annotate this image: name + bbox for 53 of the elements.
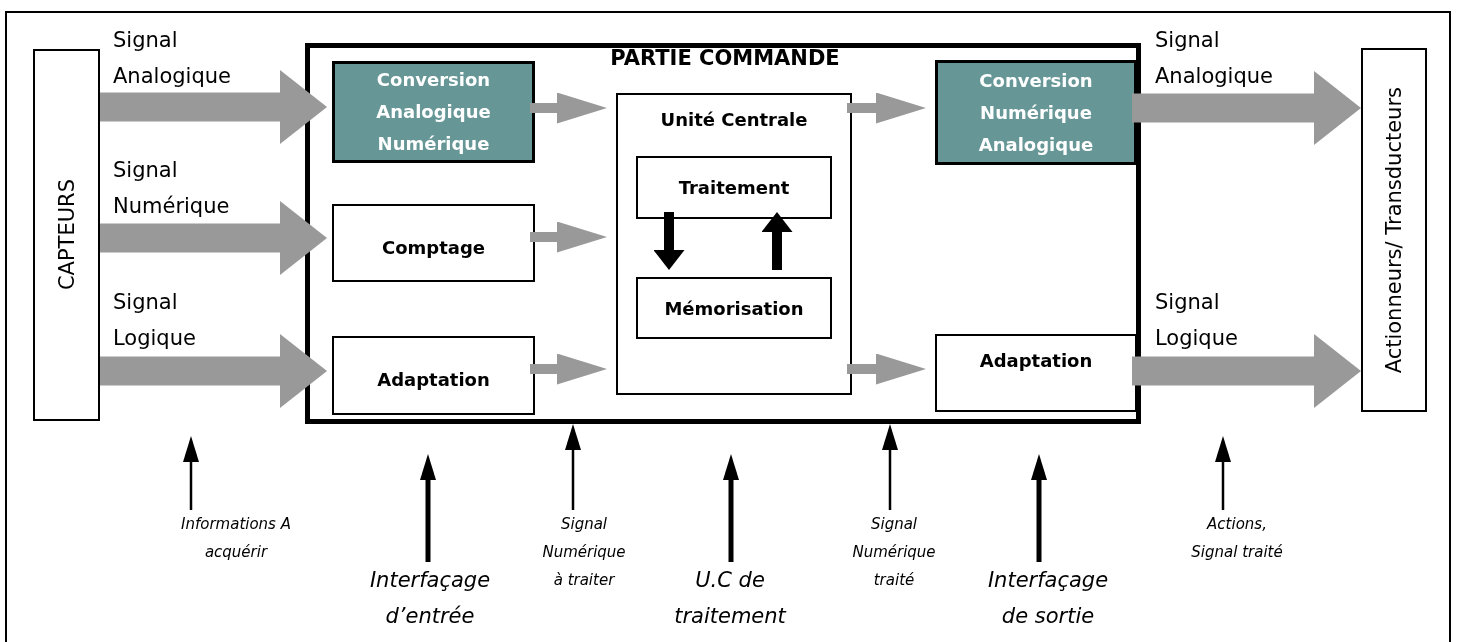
converter-box bbox=[935, 60, 1137, 165]
arrow bbox=[723, 454, 739, 562]
control-unit-box bbox=[305, 43, 1141, 424]
edge-label: Signal Analogique bbox=[113, 27, 232, 90]
process-box bbox=[332, 204, 535, 282]
arrow bbox=[1215, 436, 1231, 510]
arrow bbox=[100, 201, 327, 275]
arrow bbox=[882, 424, 898, 510]
arrow bbox=[847, 92, 926, 124]
process-box bbox=[636, 277, 832, 339]
note-text: Informations A acquérir bbox=[180, 514, 292, 563]
edge-label: Signal Logique bbox=[113, 289, 197, 352]
arrow bbox=[1031, 454, 1047, 562]
edge-label: Signal Analogique bbox=[1155, 27, 1274, 90]
note-text: Signal Numérique à traiter bbox=[541, 514, 627, 591]
process-box bbox=[636, 156, 832, 219]
box-label: Mémorisation bbox=[664, 297, 804, 319]
box-label: PARTIE COMMANDE bbox=[609, 46, 840, 70]
central-unit-box bbox=[616, 93, 852, 395]
box-label: Adaptation bbox=[979, 350, 1093, 371]
caption-text: Interfaçage d’entrée bbox=[368, 567, 492, 630]
caption-text: U.C de traitement bbox=[673, 567, 788, 630]
arrow bbox=[183, 436, 199, 510]
device-box bbox=[1361, 48, 1427, 412]
process-box bbox=[332, 336, 535, 415]
arrow bbox=[1132, 71, 1361, 145]
arrow bbox=[100, 70, 327, 144]
box-label: Traitement bbox=[678, 177, 790, 198]
box-label: Unité Centrale bbox=[660, 109, 808, 130]
edge-label: Signal Logique bbox=[1155, 289, 1239, 352]
box-label: Comptage bbox=[381, 236, 486, 258]
arrow bbox=[847, 353, 926, 385]
edge-label: Signal Numérique bbox=[113, 157, 231, 220]
process-box bbox=[935, 334, 1137, 412]
arrow bbox=[100, 334, 327, 408]
arrow bbox=[565, 424, 581, 510]
note-text: Signal Numérique traité bbox=[851, 514, 937, 591]
arrow bbox=[530, 92, 607, 124]
box-label: Conversion Numérique Analogique bbox=[977, 68, 1095, 157]
box-label: CAPTEURS bbox=[54, 179, 79, 291]
arrow bbox=[1132, 334, 1361, 408]
device-box bbox=[33, 49, 100, 421]
box-label: Adaptation bbox=[377, 369, 490, 390]
arrow bbox=[653, 212, 685, 270]
caption-text: Interfaçage de sortie bbox=[986, 567, 1110, 630]
note-text: Actions, Signal traité bbox=[1190, 514, 1284, 563]
box-label: Actionneurs/ Transducteurs bbox=[1382, 86, 1406, 374]
arrow bbox=[530, 353, 607, 385]
arrow bbox=[761, 212, 793, 270]
arrow bbox=[420, 454, 436, 562]
box-label: Conversion Analogique Numérique bbox=[375, 68, 492, 156]
arrow bbox=[530, 221, 607, 253]
converter-box bbox=[332, 61, 535, 163]
